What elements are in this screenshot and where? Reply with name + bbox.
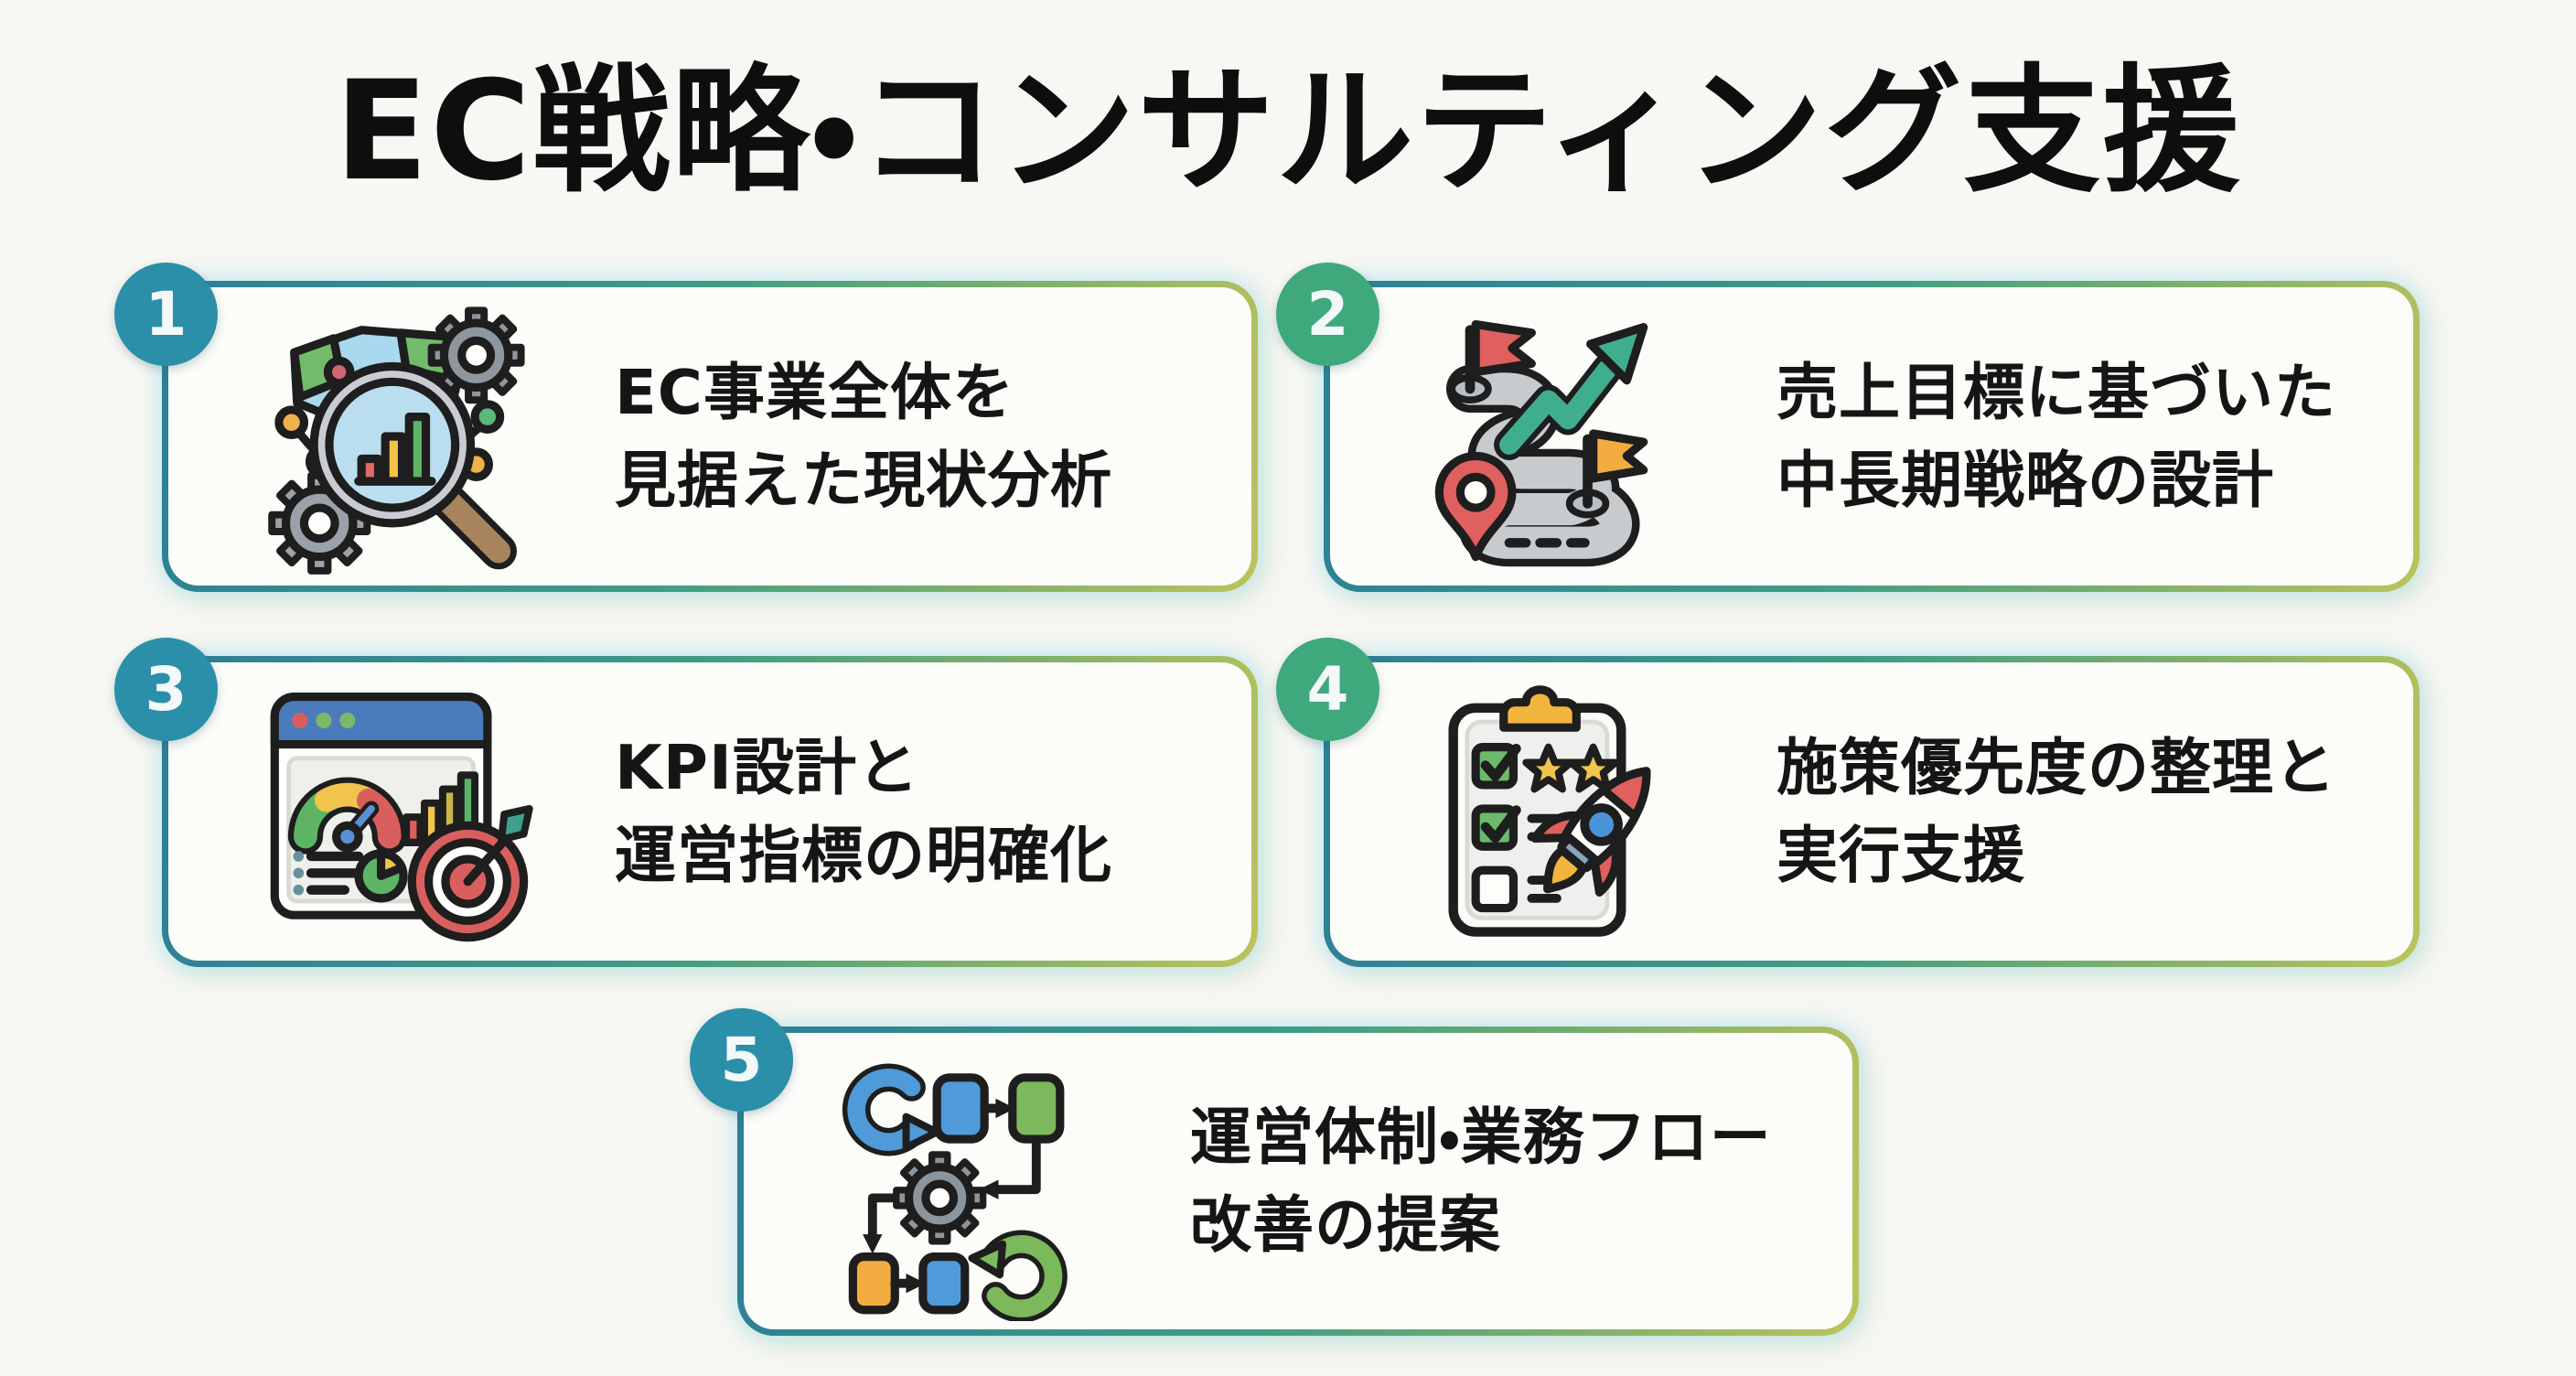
card-text-line: 売上目標に基づいた xyxy=(1776,356,2336,428)
card-text-line: KPI設計と xyxy=(615,731,919,803)
card-text: KPI設計と 運営指標の明確化 xyxy=(615,724,1112,900)
step-number-badge: 3 xyxy=(114,638,218,741)
card-text-line: 中長期戦略の設計 xyxy=(1776,445,2274,516)
roadmap-growth-icon xyxy=(1401,296,1723,576)
step-number-badge: 4 xyxy=(1276,638,1379,741)
card-body: 売上目標に基づいた 中長期戦略の設計 xyxy=(1330,287,2413,586)
step-number-badge: 5 xyxy=(690,1008,793,1112)
card-text-line: 施策優先度の整理と xyxy=(1776,731,2336,803)
card-body: KPI設計と 運営指標の明確化 xyxy=(168,662,1251,961)
workflow-improvement-icon xyxy=(815,1041,1137,1321)
card-kpi-design: 3 xyxy=(114,638,1258,967)
card-text-line: 見据えた現状分析 xyxy=(615,445,1112,516)
card-text: 売上目標に基づいた 中長期戦略の設計 xyxy=(1776,349,2336,525)
card-text-line: 運営体制・業務フロー xyxy=(1190,1101,1772,1173)
step-number-badge: 1 xyxy=(114,263,218,366)
card-current-state-analysis: 1 xyxy=(114,263,1258,592)
analysis-magnifier-icon xyxy=(240,296,562,576)
card-body: 運営体制・業務フロー 改善の提案 xyxy=(744,1033,1852,1329)
card-text-line: 実行支援 xyxy=(1776,820,2025,891)
kpi-dashboard-icon xyxy=(240,672,562,951)
checklist-rocket-icon xyxy=(1401,672,1723,951)
card-priority-execution: 4 xyxy=(1276,638,2420,967)
card-text-line: 改善の提案 xyxy=(1190,1189,1501,1261)
card-body: 施策優先度の整理と 実行支援 xyxy=(1330,662,2413,961)
card-text-line: 運営指標の明確化 xyxy=(615,820,1112,891)
card-text: EC事業全体を 見据えた現状分析 xyxy=(615,349,1112,525)
card-text: 施策優先度の整理と 実行支援 xyxy=(1776,724,2336,900)
page-title: EC戦略・コンサルティング支援 xyxy=(334,52,2242,211)
step-number-badge: 2 xyxy=(1276,263,1379,366)
card-text-line: EC事業全体を xyxy=(615,356,1014,428)
card-body: EC事業全体を 見据えた現状分析 xyxy=(168,287,1251,586)
card-text: 運営体制・業務フロー 改善の提案 xyxy=(1190,1093,1772,1270)
card-midlong-term-strategy: 2 xyxy=(1276,263,2420,592)
card-workflow-improvement: 5 xyxy=(690,1008,1859,1336)
